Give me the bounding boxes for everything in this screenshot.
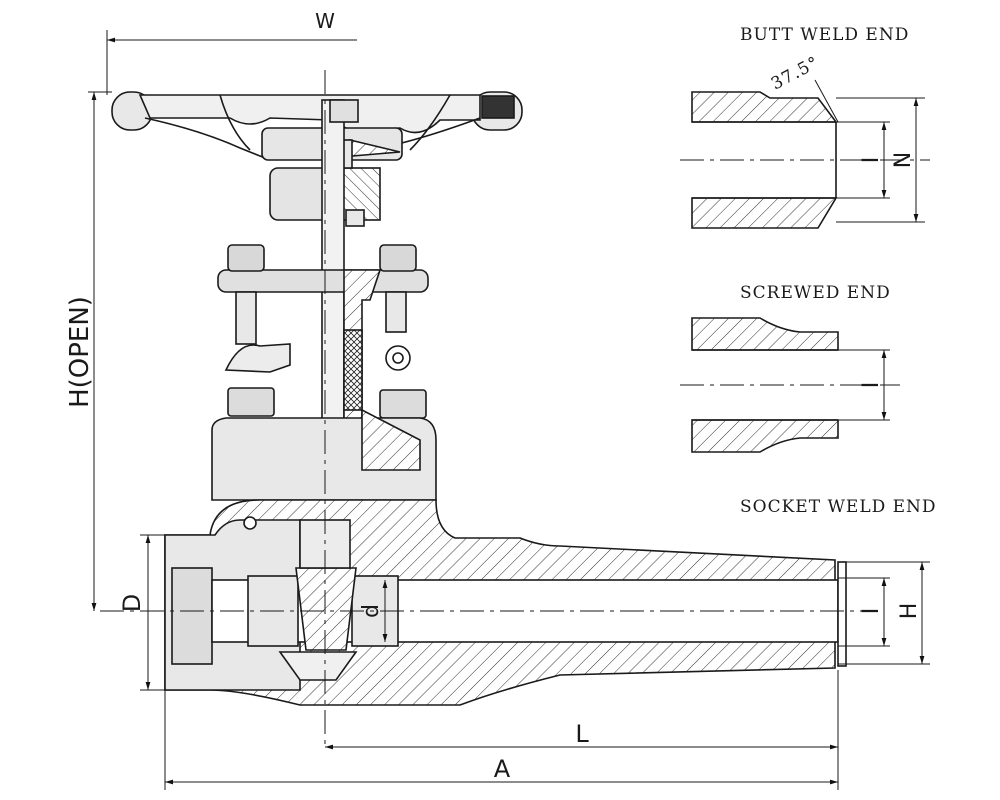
valve-body [164, 499, 847, 706]
dim-w-label: W [315, 9, 335, 33]
screwed-end-title: SCREWED END [740, 283, 891, 303]
bonnet [211, 244, 437, 501]
butt-i-label: I [859, 157, 884, 164]
screw-i-label: I [859, 382, 884, 389]
dim-h-open-label: H(OPEN) [65, 296, 95, 408]
dim-a-label: A [494, 755, 511, 783]
dim-l-label: L [575, 720, 589, 748]
socket-i-label: I [859, 608, 884, 615]
screwed-detail [680, 317, 900, 453]
socket-weld-end-title: SOCKET WELD END [740, 497, 937, 517]
dim-d-label: D [118, 594, 146, 612]
stem-top [329, 99, 359, 123]
butt-weld-end-title: BUTT WELD END [740, 25, 909, 45]
dim-small-d-label: d [359, 604, 384, 618]
butt-n-label: N [891, 152, 916, 168]
bevel-angle-label: 37.5° [768, 53, 823, 95]
handwheel [111, 91, 523, 161]
socket-h-label: H [897, 603, 922, 620]
butt-weld-detail [680, 79, 930, 229]
